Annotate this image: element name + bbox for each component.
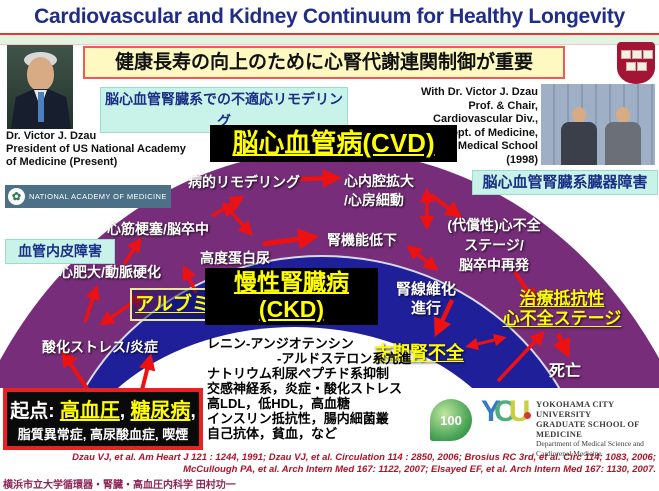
origin-line2: 脂質異常症, 高尿酸血症, 喫煙 bbox=[17, 427, 189, 442]
portrait-face bbox=[27, 57, 54, 91]
ycu-100-text: 100 bbox=[440, 412, 462, 428]
ycu-logo-c: C bbox=[494, 395, 516, 428]
stage-compensated-hf: (代償性)心不全 ステージ/ 脳卒中再発 bbox=[447, 215, 540, 275]
callout-endothelial: 血管内皮障害 bbox=[5, 239, 115, 264]
stage-treatment-resistant-line2: 心不全ステージ bbox=[502, 309, 622, 328]
ckd-label-line1: 慢性腎臓病 bbox=[234, 269, 349, 295]
photo-person-right bbox=[603, 107, 643, 165]
mechanism-line: -アルドステロン系亢進 bbox=[277, 351, 412, 366]
origin-diabetes: 糖尿病 bbox=[130, 400, 191, 422]
photo-person-body bbox=[561, 122, 597, 165]
stage-renal-fibrosis-line1: 腎線維化 bbox=[395, 281, 457, 298]
origin-risk-box: 起点: 高血圧, 糖尿病, 脂質異常症, 高尿酸血症, 喫煙 bbox=[3, 388, 203, 450]
stage-compensated-line2: ステージ/ bbox=[464, 237, 524, 253]
origin-sep: , bbox=[190, 401, 196, 422]
university-line3: Department of Medical Science and bbox=[536, 439, 644, 448]
cvd-box: 脳心血管病(CVD) bbox=[210, 125, 457, 162]
mechanism-line: インスリン抵抗性，腸内細菌叢 bbox=[207, 411, 389, 426]
nam-logo-icon: ✿ bbox=[8, 188, 25, 205]
dzau-name: Dr. Victor J. Dzau bbox=[6, 130, 97, 142]
harvard-caption-line: Cardiovascular Div., bbox=[433, 113, 538, 125]
origin-sep: , bbox=[119, 401, 131, 422]
mechanism-line: レニン-アンジオテンシン bbox=[207, 336, 354, 351]
mechanism-line: 交感神経系，炎症・酸化ストレス bbox=[207, 381, 403, 396]
stage-compensated-line3: 脳卒中再発 bbox=[458, 257, 529, 273]
stage-pathological-remodeling: 病的リモデリング bbox=[188, 174, 300, 190]
crest-book bbox=[626, 62, 636, 71]
portrait-tie bbox=[38, 92, 44, 122]
reference-line2: McCullough PA, et al. Arch Intern Med 16… bbox=[183, 463, 656, 475]
reference-line1: Dzau VJ, et al. Am Heart J 121 : 1244, 1… bbox=[72, 452, 656, 463]
crest-book bbox=[637, 62, 647, 71]
crest-book bbox=[621, 50, 631, 59]
university-text: YOKOHAMA CITY UNIVERSITY GRADUATE SCHOOL… bbox=[536, 399, 659, 459]
university-line1: YOKOHAMA CITY UNIVERSITY bbox=[536, 399, 615, 419]
stage-cardiac-dilation-line2: /心房細動 bbox=[344, 192, 404, 208]
stage-cardiac-dilation-line1: 心内腔拡大 bbox=[344, 173, 414, 189]
ycu-logo-y: Y bbox=[481, 395, 501, 428]
mechanism-line: 高LDL，低HDL，高血糖 bbox=[207, 396, 350, 411]
dzau-caption: Dr. Victor J. Dzau President of US Natio… bbox=[6, 130, 186, 169]
ycu-logo: YCU bbox=[481, 395, 531, 429]
stage-esrd: 末期腎不全 bbox=[374, 343, 464, 363]
dzau-role-2: of Medicine (Present) bbox=[6, 156, 118, 168]
stage-treatment-resistant: 治療抵抗性 心不全ステージ bbox=[503, 289, 622, 329]
stage-compensated-line1: (代償性)心不全 bbox=[447, 217, 541, 233]
stage-lvh-atherosclerosis: 心肥大/動脈硬化 bbox=[59, 264, 161, 280]
photo-person-head bbox=[572, 107, 586, 123]
title-divider bbox=[0, 33, 659, 35]
origin-prefix: 起点: bbox=[10, 401, 60, 422]
stage-renal-fibrosis: 腎線維化 進行 bbox=[396, 280, 456, 318]
ckd-label-line2: (CKD) bbox=[258, 296, 325, 322]
harvard-caption-line: (1998) bbox=[506, 153, 538, 166]
harvard-1998-photo bbox=[541, 84, 655, 165]
mechanism-line: ナトリウム利尿ペプチド系抑制 bbox=[207, 366, 390, 381]
stage-treatment-resistant-line1: 治療抵抗性 bbox=[519, 289, 605, 308]
crest-book bbox=[643, 50, 653, 59]
mechanism-line: 自己抗体，貧血，など bbox=[207, 426, 338, 441]
slide-title: Cardiovascular and Kidney Continuum for … bbox=[34, 5, 625, 28]
harvard-caption: With Dr. Victor J. Dzau Prof. & Chair, C… bbox=[398, 86, 538, 167]
callout-organ-damage: 脳心血管腎臓系臓器障害 bbox=[472, 170, 658, 195]
stage-death: 死亡 bbox=[548, 363, 582, 380]
dzau-portrait-photo bbox=[7, 45, 73, 129]
harvard-caption-line: With Dr. Victor J. Dzau bbox=[420, 86, 538, 98]
origin-hypertension: 高血圧 bbox=[59, 400, 120, 422]
references: Dzau VJ, et al. Am Heart J 121 : 1244, 1… bbox=[0, 452, 656, 475]
origin-line1: 起点: 高血圧, 糖尿病, bbox=[7, 394, 199, 423]
stage-renal-fibrosis-line2: 進行 bbox=[410, 300, 442, 317]
ycu-100th-logo: 100 bbox=[430, 399, 472, 441]
crest-book bbox=[632, 50, 642, 59]
mechanism-text: レニン-アンジオテンシン -アルドステロン系亢進 ナトリウム利尿ペプチド系抑制 … bbox=[207, 336, 411, 441]
photo-person-head bbox=[616, 107, 630, 123]
key-message-banner: 健康長寿の向上のために心腎代謝連関制御が重要 bbox=[83, 46, 565, 79]
dzau-role-1: President of US National Academy bbox=[6, 143, 186, 155]
ckd-box: 慢性腎臓病 (CKD) bbox=[205, 268, 378, 325]
ycu-logo-u: U bbox=[508, 395, 531, 428]
stage-renal-decline: 腎機能低下 bbox=[327, 232, 397, 248]
photo-person-body bbox=[605, 122, 641, 165]
nam-logo-text: NATIONAL ACADEMY OF MEDICINE bbox=[29, 192, 167, 201]
cvd-label: 脳心血管病(CVD) bbox=[232, 128, 435, 158]
nam-logo: ✿ NATIONAL ACADEMY OF MEDICINE bbox=[5, 185, 171, 208]
affiliation: 横浜市立大学循環器・腎臓・高血圧内科学 田村功一 bbox=[3, 480, 236, 491]
university-line2: GRADUATE SCHOOL OF MEDICINE bbox=[536, 419, 640, 439]
stage-proteinuria: 高度蛋白尿 bbox=[200, 250, 270, 266]
harvard-crest bbox=[617, 42, 655, 84]
photo-person-left bbox=[559, 107, 599, 165]
harvard-caption-line: Prof. & Chair, bbox=[468, 99, 538, 112]
stage-cardiac-dilation: 心内腔拡大 /心房細動 bbox=[344, 172, 414, 210]
university-line4: Cardiorenal Medicine bbox=[536, 449, 602, 458]
harvard-caption-line: Dept. of Medicine, bbox=[443, 126, 538, 139]
stage-oxidative-stress: 酸化ストレス/炎症 bbox=[42, 339, 158, 355]
green-band bbox=[0, 35, 659, 45]
ycu-logo-dot bbox=[524, 412, 531, 419]
stage-mi-stroke: 心筋梗塞/脳卒中 bbox=[107, 221, 209, 237]
